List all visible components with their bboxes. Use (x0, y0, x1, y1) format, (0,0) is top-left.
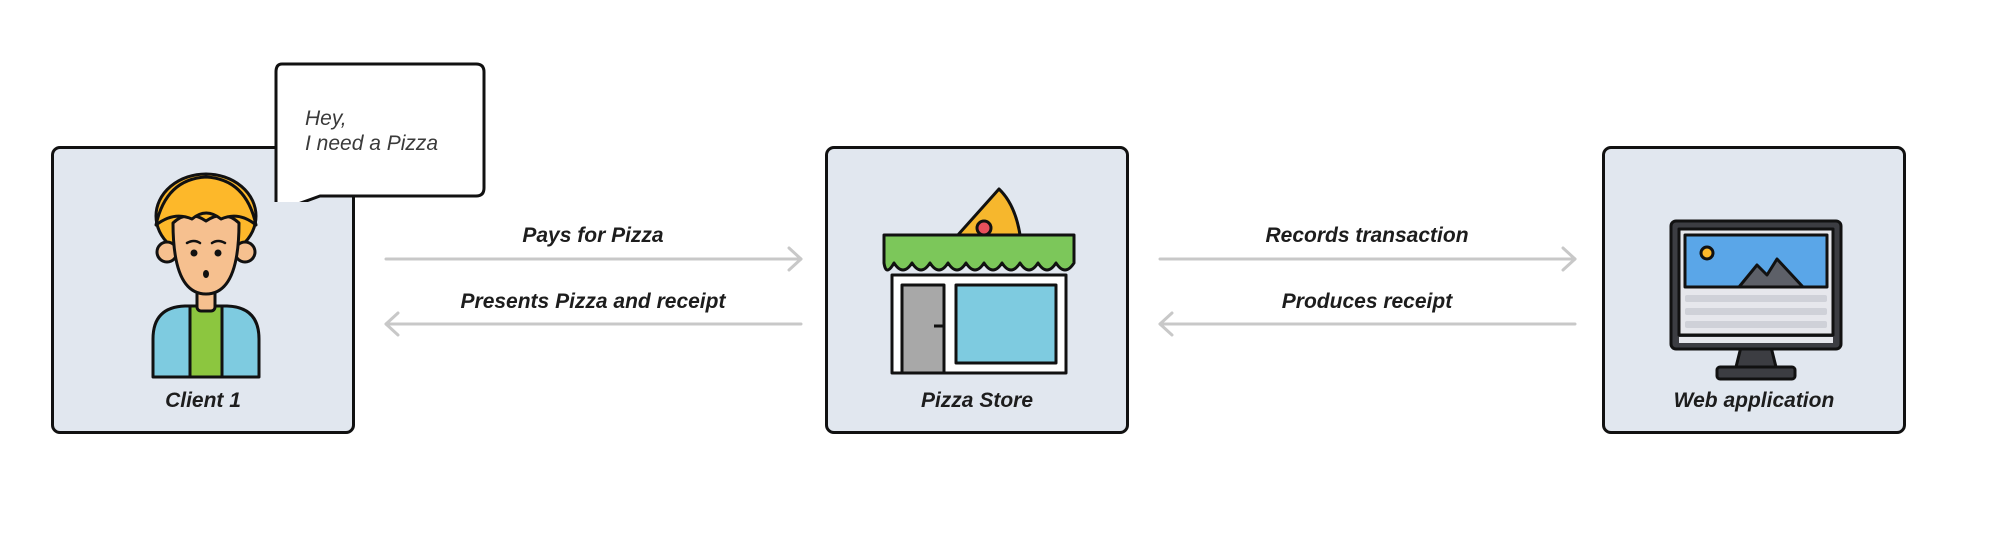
web-label: Web application (1673, 389, 1835, 412)
edge-label-produces: Produces receipt (1281, 290, 1453, 313)
pizza-store-icon (882, 187, 1076, 375)
edge-label-presents: Presents Pizza and receipt (460, 290, 726, 313)
monitor-icon (1669, 219, 1843, 381)
web-node: Web application (1602, 146, 1906, 434)
client-label: Client 1 (165, 389, 241, 412)
speech-line-2: I need a Pizza (305, 132, 439, 155)
speech-bubble-text: Hey, I need a Pizza (305, 106, 438, 156)
arrow-store-to-web (1158, 246, 1577, 272)
speech-bubble-shape (274, 62, 486, 202)
speech-line-1: Hey, (305, 107, 347, 130)
store-node: Pizza Store (825, 146, 1129, 434)
arrow-store-to-client (384, 311, 803, 337)
edge-label-pays: Pays for Pizza (522, 224, 664, 247)
person-icon (151, 172, 261, 379)
arrow-client-to-store (384, 246, 803, 272)
speech-bubble: Hey, I need a Pizza (272, 62, 486, 202)
arrow-web-to-store (1158, 311, 1577, 337)
edge-label-records: Records transaction (1265, 224, 1469, 247)
store-label: Pizza Store (920, 389, 1034, 412)
